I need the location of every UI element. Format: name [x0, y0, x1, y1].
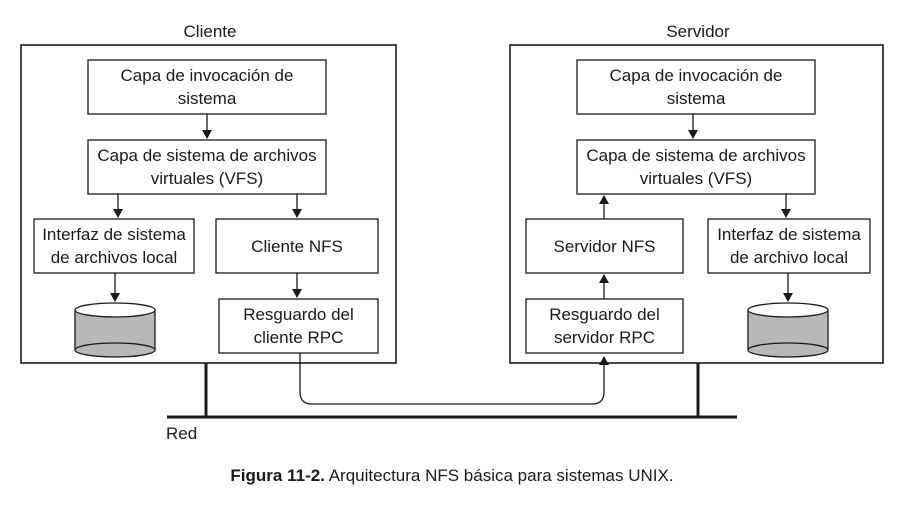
- figure-number: Figura 11-2.: [230, 466, 325, 485]
- client-nfs-box: [215, 218, 379, 274]
- server-disk-icon: [747, 302, 829, 358]
- server-localfs-label: Interfaz de sistema de archivo local: [717, 225, 861, 267]
- figure-caption: Figura 11-2. Arquitectura NFS básica par…: [0, 466, 904, 486]
- server-localfs-box: [707, 218, 871, 274]
- network-label: Red: [166, 424, 198, 443]
- client-title: Cliente: [183, 22, 237, 41]
- client-localfs-label: Interfaz de sistema de archivos local: [42, 225, 186, 267]
- server-nfs-label: Servidor NFS: [553, 236, 656, 256]
- client-vfs-label: Capa de sistema de archivos virtuales (V…: [97, 146, 317, 188]
- client-syscall-box: [87, 59, 327, 115]
- client-vfs-box: [87, 139, 327, 195]
- server-nfs-box: [525, 218, 684, 274]
- client-rpc-box: [218, 298, 379, 354]
- rpc-network-path: [299, 353, 609, 405]
- figure-caption-text: Arquitectura NFS básica para sistemas UN…: [328, 466, 674, 485]
- client-rpc-label: Resguardo del cliente RPC: [243, 305, 354, 347]
- client-syscall-label: Capa de invocación de sistema: [120, 66, 294, 108]
- server-title: Servidor: [666, 22, 730, 41]
- server-vfs-box: [576, 139, 816, 195]
- server-rpc-box: [525, 298, 684, 354]
- server-syscall-label: Capa de invocación de sistema: [609, 66, 783, 108]
- server-vfs-label: Capa de sistema de archivos virtuales (V…: [586, 146, 806, 188]
- server-rpc-label: Resguardo del servidor RPC: [549, 305, 660, 347]
- server-syscall-box: [576, 59, 816, 115]
- client-localfs-box: [33, 218, 195, 274]
- client-disk-icon: [74, 302, 156, 358]
- client-nfs-label: Cliente NFS: [251, 236, 343, 256]
